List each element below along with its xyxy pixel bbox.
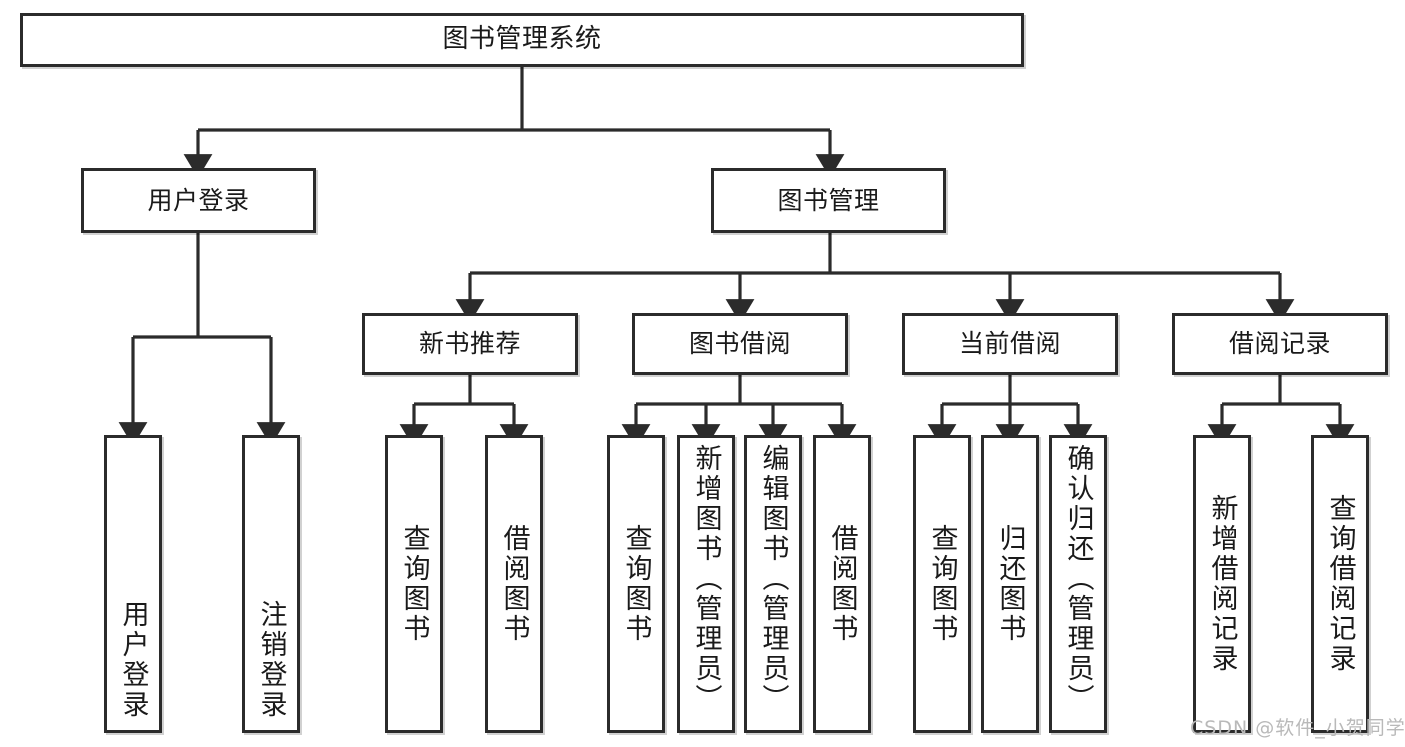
node-leaf-add-book-admin[interactable]: 新增图书（管理员） [677, 435, 735, 733]
node-leaf-confirm-return-admin-label: 确认归还（管理员） [1062, 444, 1094, 714]
node-borrow-records-label: 借阅记录 [1228, 329, 1331, 358]
node-leaf-query-book-2-label: 查询图书 [620, 524, 652, 644]
node-leaf-query-book-1-label: 查询图书 [398, 524, 430, 644]
node-book-management-label: 图书管理 [777, 185, 880, 215]
node-new-book-recommend-label: 新书推荐 [418, 329, 521, 358]
node-leaf-query-borrow-record-label: 查询借阅记录 [1324, 494, 1356, 674]
node-leaf-user-logout-label: 注销登录 [255, 600, 287, 720]
node-leaf-confirm-return-admin[interactable]: 确认归还（管理员） [1049, 435, 1107, 733]
node-leaf-add-borrow-record-label: 新增借阅记录 [1206, 494, 1238, 674]
node-current-borrow-label: 当前借阅 [958, 329, 1061, 358]
node-leaf-query-borrow-record[interactable]: 查询借阅记录 [1311, 435, 1369, 733]
node-leaf-query-book-1[interactable]: 查询图书 [385, 435, 443, 733]
node-user-login-label: 用户登录 [147, 185, 250, 215]
node-leaf-query-book-2[interactable]: 查询图书 [607, 435, 665, 733]
node-new-book-recommend[interactable]: 新书推荐 [362, 313, 578, 375]
node-leaf-edit-book-admin-label: 编辑图书（管理员） [757, 444, 789, 714]
node-leaf-user-logout[interactable]: 注销登录 [242, 435, 300, 733]
node-leaf-borrow-book-2-label: 借阅图书 [826, 524, 858, 644]
node-borrow-records[interactable]: 借阅记录 [1172, 313, 1388, 375]
node-leaf-borrow-book-1-label: 借阅图书 [498, 524, 530, 644]
node-root[interactable]: 图书管理系统 [20, 13, 1024, 67]
node-leaf-borrow-book-2[interactable]: 借阅图书 [813, 435, 871, 733]
node-current-borrow[interactable]: 当前借阅 [902, 313, 1118, 375]
node-book-borrow-label: 图书借阅 [688, 329, 791, 358]
csdn-watermark: CSDN @软件_小贺同学 [1190, 717, 1405, 739]
node-book-borrow[interactable]: 图书借阅 [632, 313, 848, 375]
node-leaf-return-book[interactable]: 归还图书 [981, 435, 1039, 733]
node-book-management[interactable]: 图书管理 [711, 168, 946, 233]
node-leaf-borrow-book-1[interactable]: 借阅图书 [485, 435, 543, 733]
node-leaf-edit-book-admin[interactable]: 编辑图书（管理员） [744, 435, 802, 733]
node-root-label: 图书管理系统 [442, 24, 602, 55]
node-leaf-user-login[interactable]: 用户登录 [104, 435, 162, 733]
node-leaf-return-book-label: 归还图书 [994, 524, 1026, 644]
node-leaf-user-login-label: 用户登录 [117, 600, 149, 720]
node-leaf-query-book-3[interactable]: 查询图书 [913, 435, 971, 733]
node-leaf-query-book-3-label: 查询图书 [926, 524, 958, 644]
node-leaf-add-borrow-record[interactable]: 新增借阅记录 [1193, 435, 1251, 733]
node-leaf-add-book-admin-label: 新增图书（管理员） [690, 444, 722, 714]
node-user-login[interactable]: 用户登录 [81, 168, 316, 233]
